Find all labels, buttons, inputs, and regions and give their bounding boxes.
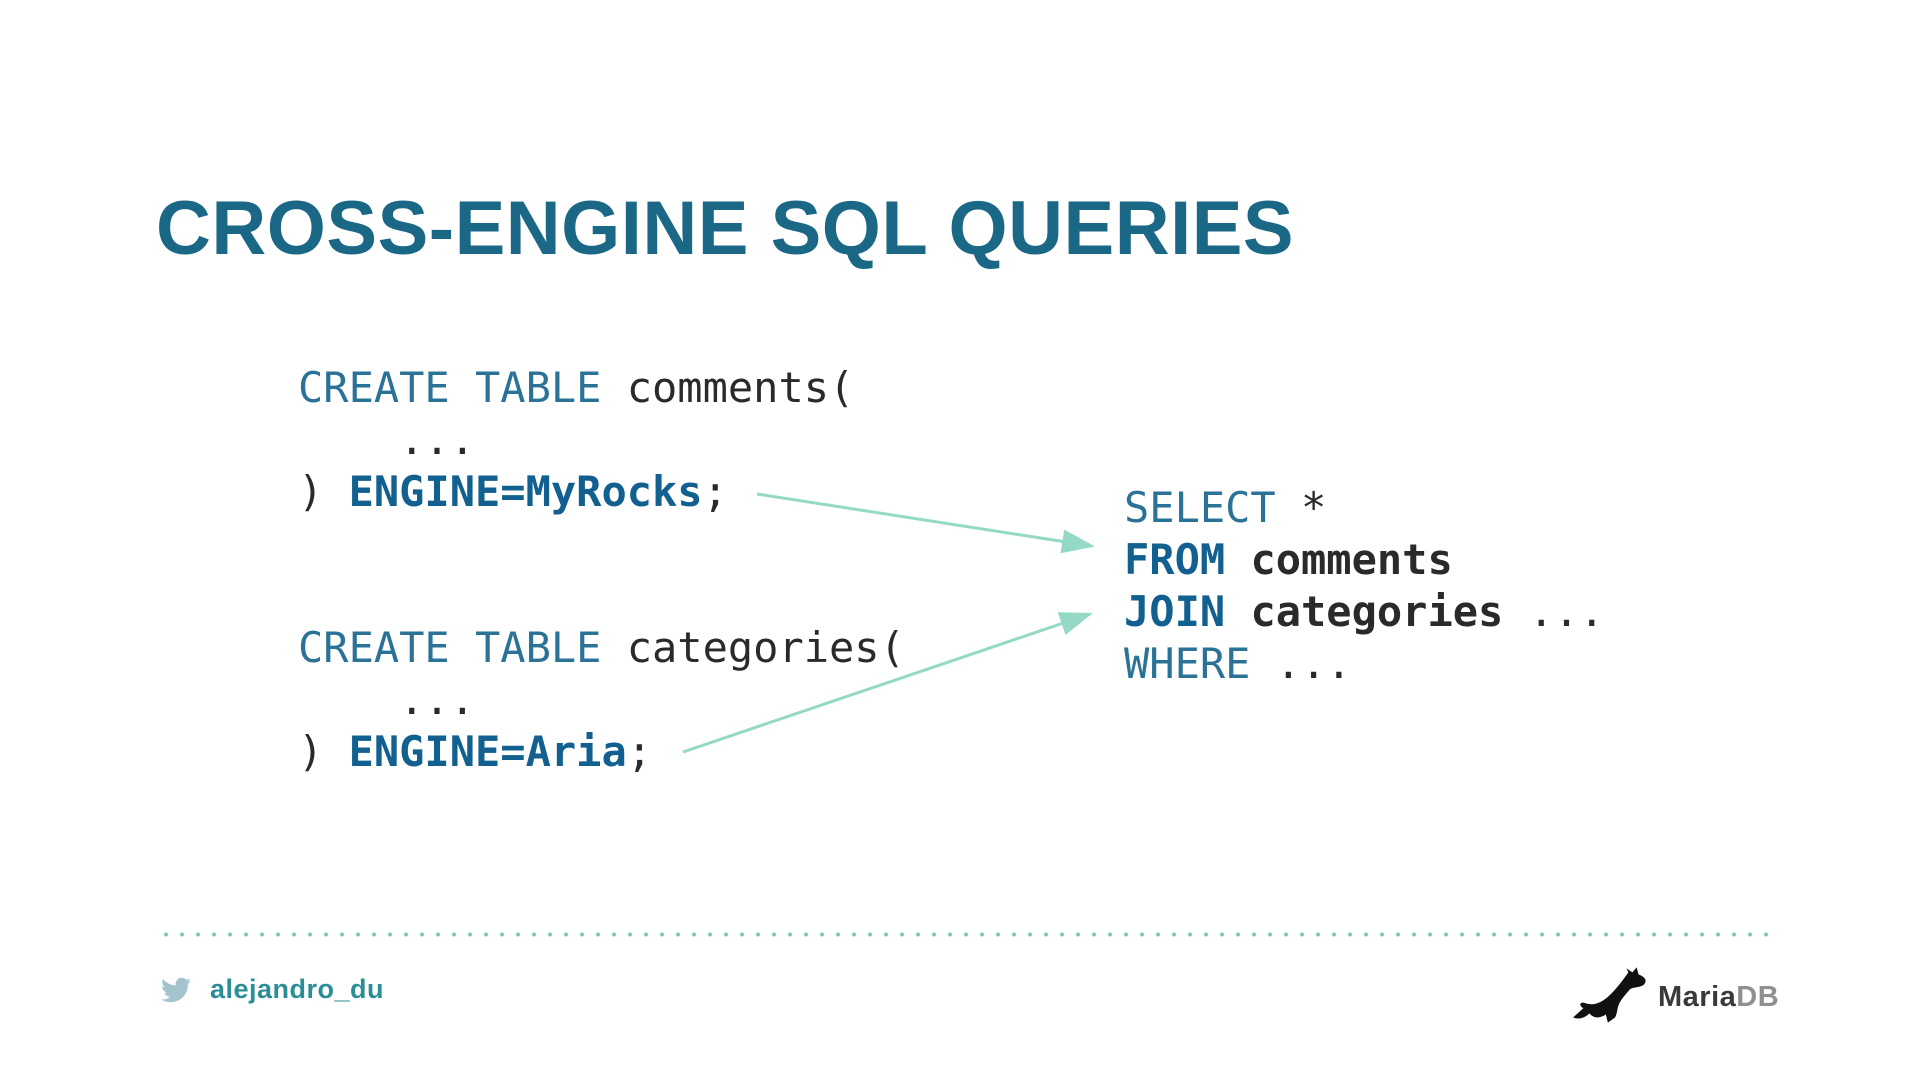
- code-token: categories(: [601, 623, 905, 672]
- code-token: ;: [626, 727, 653, 776]
- code-token: ;: [702, 467, 728, 516]
- logo-db-text: DB: [1736, 981, 1780, 1013]
- code-line: CREATE TABLE categories(: [298, 622, 905, 674]
- code-token: WHERE: [1124, 639, 1251, 688]
- logo-maria-text: Maria: [1658, 981, 1737, 1013]
- code-token: CREATE TABLE: [298, 363, 602, 412]
- twitter-icon: [161, 977, 191, 1002]
- code-line: JOIN categories ...: [1124, 586, 1604, 638]
- code-line: SELECT *: [1124, 482, 1604, 534]
- code-line: CREATE TABLE comments(: [298, 362, 905, 414]
- code-token: CREATE TABLE: [298, 623, 602, 672]
- code-token-engine-myrocks: ENGINE=MyRocks: [348, 467, 703, 516]
- code-line: ) ENGINE=Aria;: [298, 726, 905, 778]
- mariadb-seal-icon: [1573, 967, 1646, 1023]
- footer-twitter: alejandro_du: [158, 974, 384, 1005]
- code-token: SELECT: [1124, 483, 1276, 532]
- code-token-from: FROM: [1124, 535, 1226, 584]
- twitter-handle: alejandro_du: [210, 974, 385, 1004]
- code-line: ) ENGINE=MyRocks;: [298, 466, 905, 518]
- code-line-blank: [298, 518, 905, 570]
- code-line: ...: [298, 414, 905, 466]
- code-line: ...: [298, 674, 905, 726]
- code-line: FROM comments: [1124, 534, 1604, 586]
- code-token-join: JOIN: [1124, 587, 1226, 636]
- code-token: comments: [1225, 535, 1453, 584]
- code-block-select-query: SELECT * FROM comments JOIN categories .…: [1124, 482, 1604, 690]
- code-line-blank: [298, 570, 905, 622]
- page-title: CROSS-ENGINE SQL QUERIES: [156, 185, 1295, 271]
- code-token: ...: [298, 675, 476, 724]
- code-token-engine-aria: ENGINE=Aria: [348, 727, 627, 776]
- code-token: ...: [1503, 587, 1605, 636]
- code-token: *: [1275, 483, 1327, 532]
- code-line: WHERE ...: [1124, 638, 1604, 690]
- code-token: ...: [298, 415, 476, 464]
- footer-dotted-divider: [158, 932, 1768, 937]
- mariadb-logo: MariaDB: [1572, 966, 1779, 1026]
- mariadb-logo-text: MariaDB: [1658, 983, 1779, 1012]
- code-token: ...: [1250, 639, 1352, 688]
- code-token: ): [298, 727, 349, 776]
- code-token: ): [298, 467, 349, 516]
- code-block-create-tables: CREATE TABLE comments( ... ) ENGINE=MyRo…: [298, 362, 905, 778]
- code-token: comments(: [601, 363, 855, 412]
- code-token: categories: [1225, 587, 1504, 636]
